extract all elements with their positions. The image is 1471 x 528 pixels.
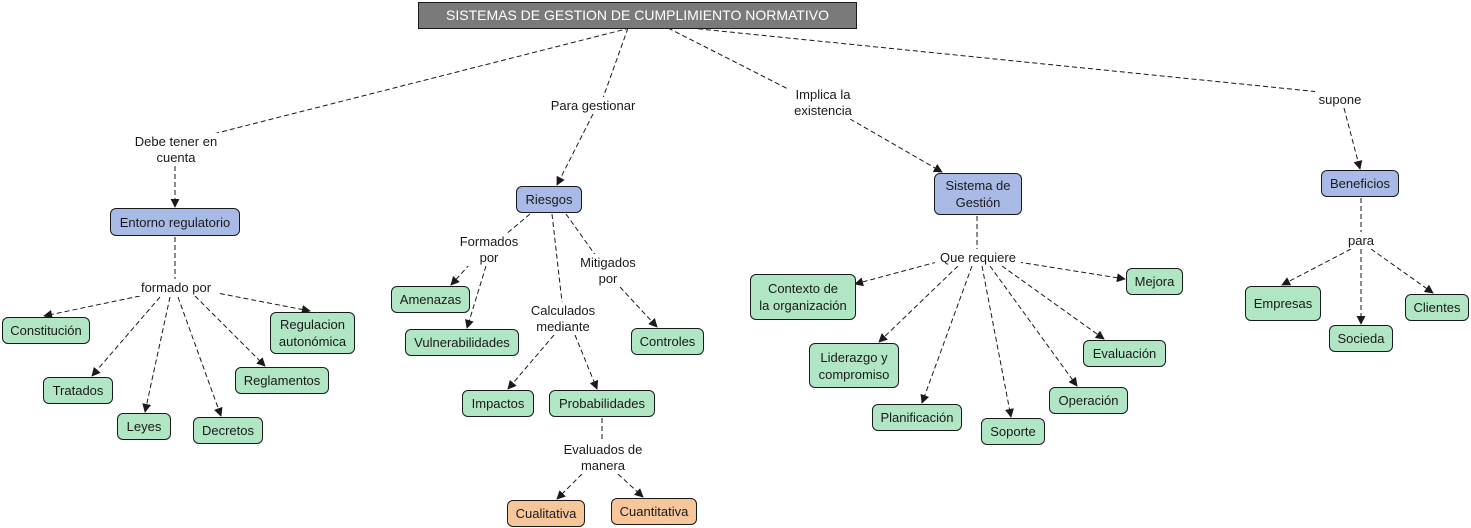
concept-impactos[interactable]: Impactos xyxy=(462,390,534,417)
concept-mejora[interactable]: Mejora xyxy=(1126,268,1183,295)
edge-supone-beneficios xyxy=(1343,107,1363,170)
link-label-calculados-mediante: Calculados mediante xyxy=(525,302,601,335)
concept-evaluacion[interactable]: Evaluación xyxy=(1083,340,1166,367)
concept-leyes[interactable]: Leyes xyxy=(117,413,171,440)
link-label-debe-tener-en-cuenta: Debe tener en cuenta xyxy=(128,133,224,166)
concept-tratados[interactable]: Tratados xyxy=(43,377,113,404)
concept-constitucion[interactable]: Constitución xyxy=(2,317,90,344)
concept-planificacion[interactable]: Planificación xyxy=(872,404,962,431)
edge-requiere-soporte xyxy=(981,265,1014,418)
concept-beneficios[interactable]: Beneficios xyxy=(1321,170,1399,197)
edge-root-debe xyxy=(212,27,631,135)
edge-evaluados-cualitativa xyxy=(556,473,583,500)
concept-cuantitativa[interactable]: Cuantitativa xyxy=(611,498,697,525)
edge-requiere-planificacion xyxy=(920,265,973,404)
edge-formados-vulnerabilidades xyxy=(465,265,487,329)
link-label-supone: supone xyxy=(1315,91,1365,108)
edge-calculados-probabilidades xyxy=(574,334,599,390)
edge-requiere-evaluacion xyxy=(1001,265,1105,340)
edge-requiere-operacion xyxy=(989,265,1078,387)
concept-riesgos[interactable]: Riesgos xyxy=(516,186,582,213)
edge-evaluados-cuantitativa xyxy=(617,473,644,498)
concept-amenazas[interactable]: Amenazas xyxy=(391,286,470,313)
edge-mitigados-controles xyxy=(619,286,658,328)
link-label-formados-por: Formados por xyxy=(452,233,526,266)
concept-sistema-de-gestion[interactable]: Sistema de Gestión xyxy=(934,173,1022,215)
edge-formado-reglamentos xyxy=(194,295,266,367)
edge-riesgos-mitigados xyxy=(565,213,597,257)
edge-riesgos-formados xyxy=(504,213,531,236)
concept-contexto-de-la-organizacion[interactable]: Contexto de la organización xyxy=(750,274,856,320)
edge-para-gestionar-riesgos xyxy=(556,113,594,186)
edge-calculados-impactos xyxy=(507,334,555,390)
concept-probabilidades[interactable]: Probabilidades xyxy=(549,390,655,417)
edge-para-clientes xyxy=(1370,248,1434,294)
link-label-formado-por: formado por xyxy=(135,279,217,296)
concept-operacion[interactable]: Operación xyxy=(1049,387,1128,414)
edge-riesgos-calculados xyxy=(551,213,563,303)
edge-root-implica xyxy=(667,27,793,92)
concept-decretos[interactable]: Decretos xyxy=(193,417,263,444)
concept-cualitativa[interactable]: Cualitativa xyxy=(507,500,585,527)
edge-requiere-mejora xyxy=(1017,261,1126,283)
edge-root-supone xyxy=(689,27,1321,93)
link-label-que-requiere: Que requiere xyxy=(935,249,1021,266)
edge-root-para-gestionar xyxy=(602,27,629,99)
edge-formado-constitucion xyxy=(43,295,141,319)
concept-reglamentos[interactable]: Reglamentos xyxy=(235,367,329,394)
edge-formado-regulacion xyxy=(211,291,311,314)
link-label-evaluados-de-manera: Evaluados de manera xyxy=(558,441,648,474)
concept-soporte[interactable]: Soporte xyxy=(981,418,1045,445)
edge-requiere-contexto xyxy=(854,261,938,287)
edge-formado-tratados xyxy=(91,296,161,377)
link-label-mitigados-por: Mitigados por xyxy=(575,254,641,287)
concept-clientes[interactable]: Clientes xyxy=(1405,294,1469,321)
edge-requiere-liderazgo xyxy=(878,265,959,343)
edge-para-empresas xyxy=(1281,248,1352,286)
concept-entorno-regulatorio[interactable]: Entorno regulatorio xyxy=(110,208,240,236)
edge-implica-sistema xyxy=(849,118,943,173)
concept-liderazgo-y-compromiso[interactable]: Liderazgo y compromiso xyxy=(809,343,899,388)
link-label-implica-la-existencia: Implica la existencia xyxy=(788,86,858,119)
edge-formado-leyes xyxy=(142,296,171,413)
link-label-para: para xyxy=(1345,232,1377,249)
concept-vulnerabilidades[interactable]: Vulnerabilidades xyxy=(405,329,519,356)
concept-controles[interactable]: Controles xyxy=(631,328,704,355)
edge-formado-decretos xyxy=(177,296,223,417)
edge-formados-amenazas xyxy=(450,263,471,286)
concept-sociedad[interactable]: Socieda xyxy=(1329,325,1393,352)
concept-regulacion-autonomica[interactable]: Regulacion autonómica xyxy=(270,312,355,354)
concept-empresas[interactable]: Empresas xyxy=(1245,286,1321,321)
root-concept[interactable]: SISTEMAS DE GESTION DE CUMPLIMIENTO NORM… xyxy=(418,2,857,29)
link-label-para-gestionar: Para gestionar xyxy=(545,97,641,114)
